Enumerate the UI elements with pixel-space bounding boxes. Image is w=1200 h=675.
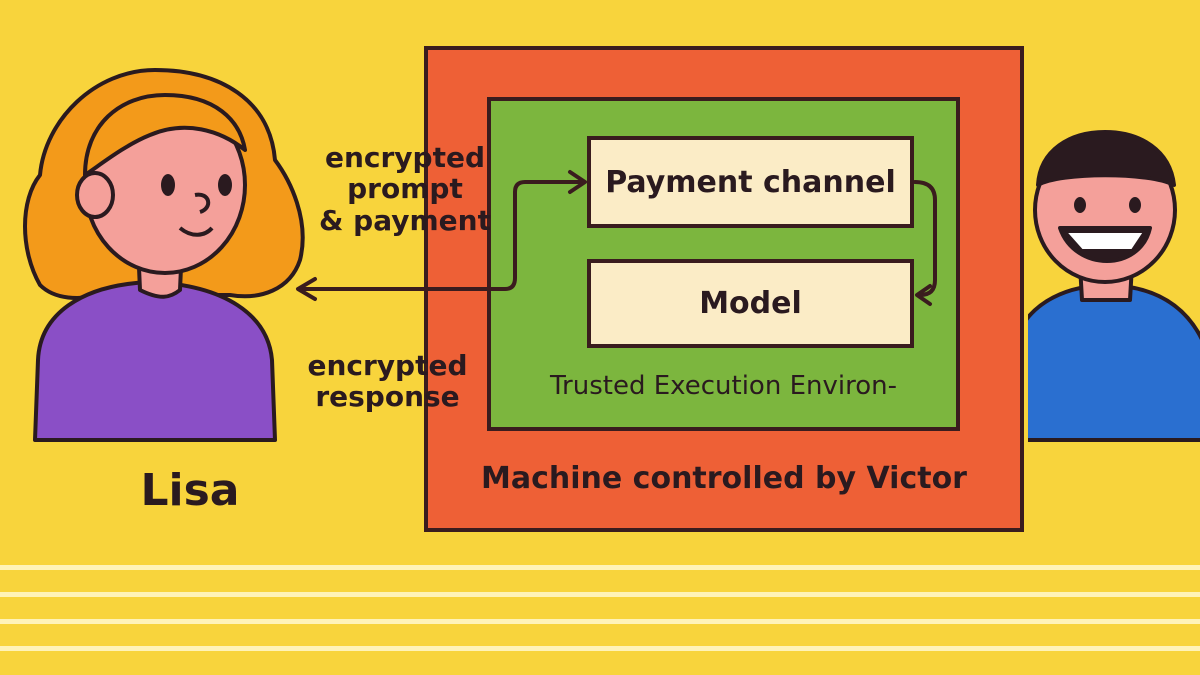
victor-shirt	[1028, 283, 1200, 442]
lisa-figure	[23, 68, 305, 442]
background-stripe	[0, 565, 1200, 570]
victor-eye-left	[1074, 197, 1086, 213]
background-stripe	[0, 646, 1200, 651]
lisa-name-label: Lisa	[140, 465, 240, 516]
machine-label: Machine controlled by Victor	[481, 461, 967, 496]
response-arrowhead	[296, 277, 317, 301]
request-arrow	[298, 180, 585, 291]
lisa-nose	[194, 192, 211, 214]
payment-channel-label: Payment channel	[605, 164, 896, 200]
response-label: encrypted response	[307, 349, 468, 414]
background-stripe	[0, 592, 1200, 597]
internal-arrowhead	[915, 284, 932, 306]
lisa-mouth	[178, 226, 214, 237]
model-box: Model	[587, 259, 914, 348]
victor-teeth	[1065, 231, 1145, 251]
tee-label: Trusted Execution Environ-	[550, 371, 897, 401]
request-label: encrypted prompt & payment	[319, 141, 491, 237]
lisa-shirt	[33, 280, 277, 442]
flow-arrows	[296, 170, 937, 306]
background-stripe	[0, 619, 1200, 624]
payment-channel-box: Payment channel	[587, 136, 914, 228]
request-arrowhead	[568, 170, 587, 194]
victor-eye-right	[1129, 197, 1141, 213]
lisa-ear	[75, 171, 115, 219]
lisa-eye-left	[161, 174, 175, 196]
lisa-bangs	[83, 93, 247, 177]
victor-figure	[1028, 130, 1200, 442]
victor-hair	[1036, 130, 1176, 187]
internal-arrow	[913, 180, 937, 297]
lisa-eye-right	[218, 174, 232, 196]
model-label: Model	[699, 286, 802, 321]
